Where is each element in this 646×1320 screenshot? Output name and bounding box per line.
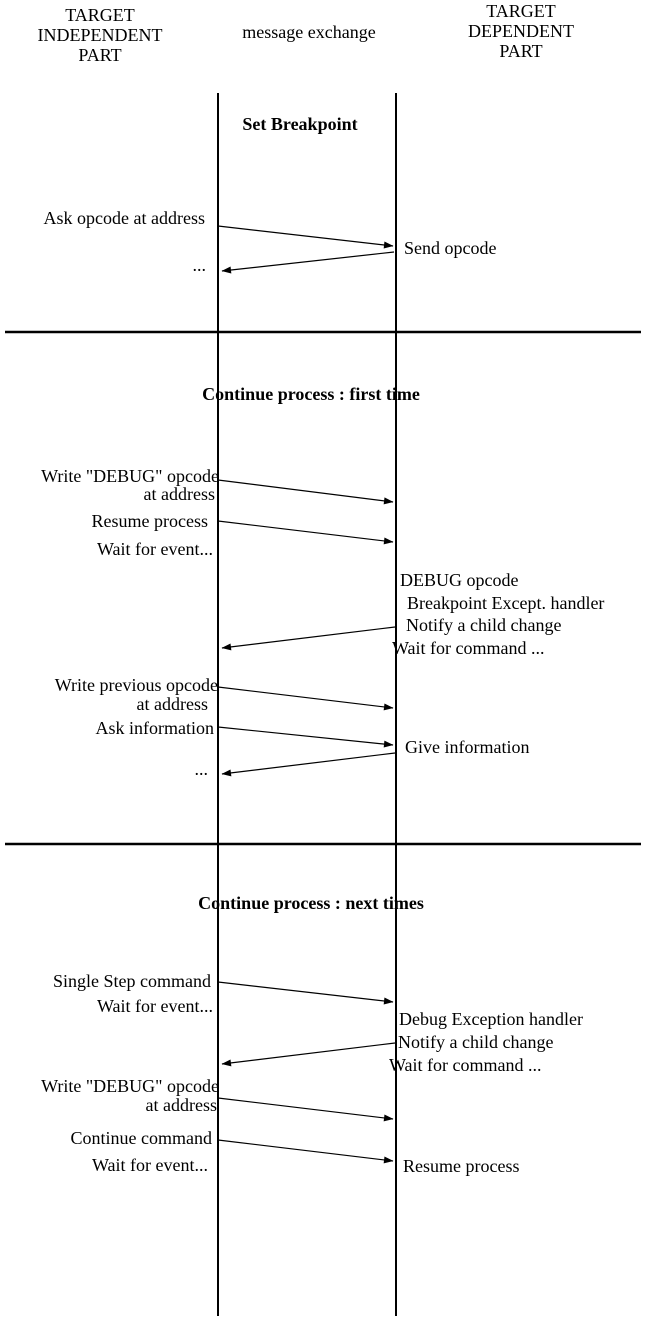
label-wait-for-command-1: Wait for command ... [392,638,545,658]
label-wait-for-event-3: Wait for event... [91,1155,208,1175]
header-left-line1: TARGET [65,5,135,25]
arrow-ask-opcode [217,225,394,249]
arrow-write-previous [217,686,394,711]
label-give-information: Give information [405,737,530,757]
header-left-column: TARGET INDEPENDENT PART [10,5,190,65]
label-notify-child-1: Notify a child change [406,615,562,635]
label-write-debug-opcode: Write "DEBUG" opcode [41,466,219,486]
label-ask-opcode-at-address: Ask opcode at address [43,208,205,228]
label-resume-process-left: Resume process [91,511,208,531]
section-title-set-breakpoint: Set Breakpoint [242,114,358,134]
header-right-column: TARGET DEPENDENT PART [431,1,611,61]
label-wait-for-command-2: Wait for command ... [389,1055,542,1075]
label-send-opcode: Send opcode [404,238,497,258]
arrow-notify-change-1 [221,626,396,651]
arrow-ask-information [217,726,394,748]
label-resume-process-right: Resume process [403,1156,520,1176]
arrow-write-debug-2 [217,1097,394,1122]
header-right-line2: DEPENDENT [468,21,574,41]
label-wait-for-event-1: Wait for event... [96,539,213,559]
arrow-continue-command [217,1139,394,1164]
header-center-column: message exchange [219,22,399,42]
label-at-address-2: at address [136,694,208,714]
section-title-continue-next: Continue process : next times [198,893,424,913]
label-wait-for-event-2: Wait for event... [96,996,213,1016]
label-write-previous-opcode: Write previous opcode [54,675,218,695]
arrow-resume-process [217,520,394,545]
header-left-line3: PART [78,45,122,65]
arrow-single-step [217,981,394,1005]
arrow-notify-change-2 [221,1042,396,1067]
header-center-label: message exchange [242,22,376,42]
label-write-debug-opcode-2: Write "DEBUG" opcode [41,1076,219,1096]
label-notify-child-2: Notify a child change [398,1032,554,1052]
section-title-continue-first: Continue process : first time [202,384,420,404]
label-single-step-command: Single Step command [53,971,211,991]
label-ellipsis-2: ... [194,759,209,779]
label-ask-information: Ask information [95,718,215,738]
header-right-line1: TARGET [486,1,556,21]
arrow-write-debug [217,479,394,505]
label-breakpoint-handler: Breakpoint Except. handler [407,593,605,613]
label-ellipsis-1: ... [192,255,207,275]
header-left-line2: INDEPENDENT [37,25,163,45]
arrow-send-opcode [221,251,395,274]
label-debug-exception-handler: Debug Exception handler [399,1009,583,1029]
header-right-line3: PART [499,41,543,61]
arrow-give-information [221,752,396,777]
label-debug-opcode: DEBUG opcode [400,570,519,590]
label-at-address-3: at address [145,1095,217,1115]
label-continue-command: Continue command [70,1128,212,1148]
label-at-address-1: at address [143,484,215,504]
